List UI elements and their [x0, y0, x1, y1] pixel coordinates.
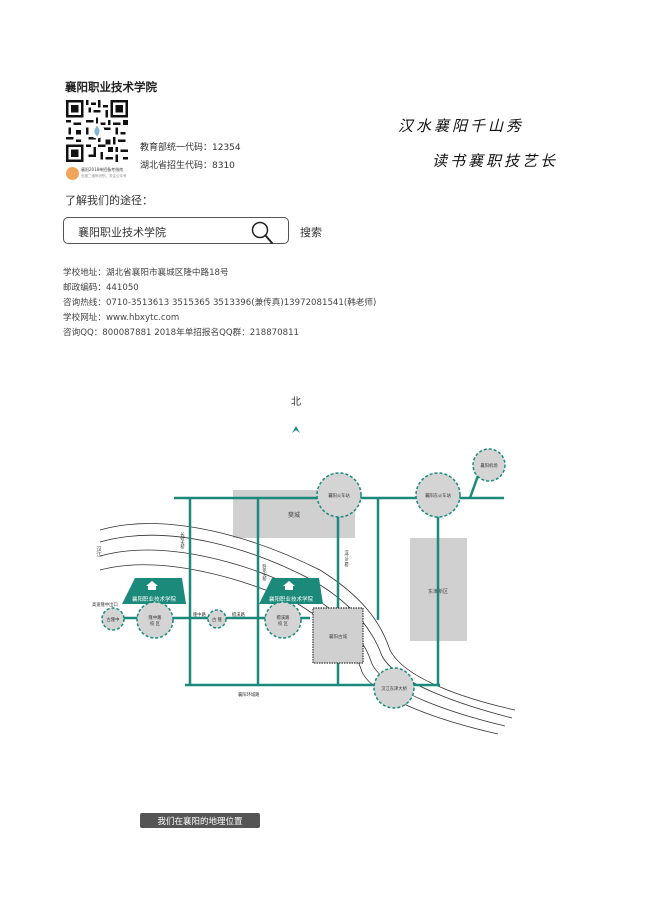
house-icon: [146, 581, 158, 590]
slogan-2: 读书襄职技艺长: [432, 152, 559, 170]
campus-marker-tanxi: 襄阳职业技术学院: [259, 578, 323, 604]
road-label: 襄阳环城路: [238, 691, 260, 698]
search-box[interactable]: 襄阳职业技术学院: [63, 217, 289, 244]
gucheng-block: [312, 607, 364, 664]
qr-code: [66, 100, 128, 162]
road-label: 高速隆中出口: [92, 601, 118, 608]
station-label: 隆中路: [149, 614, 163, 621]
road-label: 檀溪路: [232, 611, 246, 618]
search-icon[interactable]: [248, 219, 276, 247]
road-label: 长虹大桥: [180, 531, 185, 551]
longzhong-campus: [136, 601, 174, 639]
house-icon: [283, 581, 295, 590]
station-label: 古隆中: [107, 616, 120, 623]
qr-caption-title: 襄阳2018单招备考指南: [81, 167, 124, 172]
bridge: [373, 667, 415, 709]
campus-marker-longzhong: 襄阳职业技术学院: [122, 578, 186, 604]
gulongzhong: [101, 607, 125, 631]
station-label: 襄阳东火车站: [425, 492, 451, 499]
airport: [472, 448, 506, 482]
hubei-code: 湖北省招生代码：8310: [140, 161, 235, 171]
qq-line: 咨询QQ：800087881 2018年单招报名QQ群：218870811: [63, 328, 300, 338]
xiangyang-station: [316, 472, 362, 518]
tanxi-campus: [264, 601, 302, 639]
river-line: [99, 534, 513, 719]
location-map: 北 樊城 东津新区 汉江 襄阳古城 襄阳职业技术学院 襄阳职业技术学院: [92, 396, 516, 735]
gucheng-label: 襄阳古城: [329, 633, 347, 640]
address-line: 学校地址：湖北省襄阳市襄城区隆中路18号: [63, 268, 229, 278]
qr-caption-subtitle: 长按二维码识别，关注公众号: [81, 174, 127, 178]
map-caption: 我们在襄阳的地理位置: [140, 813, 260, 828]
campus-label: 襄阳职业技术学院: [132, 595, 177, 603]
river-line: [99, 523, 516, 711]
avatar: [66, 167, 79, 180]
slogan-1: 汉水襄阳千山秀: [398, 117, 525, 135]
station-label: 校 区: [150, 620, 161, 627]
road-label: 卧龙大桥: [262, 563, 267, 583]
station-label: 校 区: [278, 620, 289, 627]
school-title: 襄阳职业技术学院: [65, 80, 157, 94]
station-label: 檀溪路: [277, 614, 291, 621]
station-label: 襄阳机场: [480, 462, 498, 469]
north-label: 北: [291, 396, 301, 408]
search-heading: 了解我们的途径：: [65, 194, 153, 207]
search-button[interactable]: 搜索: [300, 226, 322, 239]
website-line: 学校网址：www.hbxytc.com: [63, 313, 180, 323]
station-label: 古 隆: [212, 616, 223, 623]
road-label: 隆中路: [193, 611, 207, 618]
search-input[interactable]: 襄阳职业技术学院: [78, 226, 166, 239]
river-label: 汉江: [95, 545, 102, 559]
postcode-line: 邮政编码：441050: [63, 283, 139, 293]
campus-label: 襄阳职业技术学院: [269, 595, 314, 603]
edu-code: 教育部统一代码：12354: [140, 143, 241, 153]
east-station: [415, 472, 461, 518]
mid-stop: [207, 609, 227, 629]
hotline-line: 咨询热线：0710-3513613 3515365 3513396(兼传真)13…: [63, 298, 377, 308]
road-label: 汉江三桥: [344, 549, 349, 569]
station-label: 襄阳火车站: [328, 492, 350, 499]
station-label: 汉江东津大桥: [381, 685, 407, 692]
fancheng-label: 樊城: [288, 511, 300, 519]
north-arrow-icon: [292, 426, 300, 433]
qr-caption: 襄阳2018单招备考指南 长按二维码识别，关注公众号: [66, 165, 128, 183]
